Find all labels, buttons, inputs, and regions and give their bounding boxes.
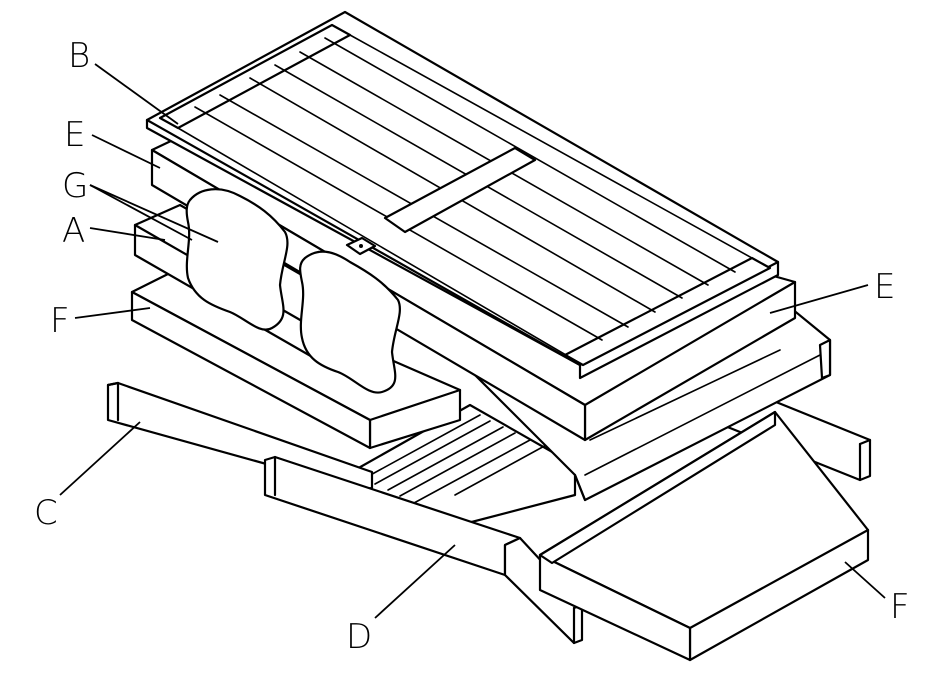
label-e-left: E [64, 115, 85, 155]
label-f-left: F [50, 301, 70, 341]
label-d: D [346, 617, 372, 657]
leader-c [59, 421, 141, 496]
label-f-right: F [890, 587, 910, 627]
leader-f-right [844, 561, 886, 599]
leader-g-1 [89, 184, 219, 243]
leader-d [374, 544, 456, 619]
label-e-right: E [874, 267, 895, 307]
label-a: A [62, 211, 85, 251]
part-f-right-cushion [538, 410, 870, 662]
part-b-slat-frame [145, 10, 780, 380]
label-c: C [34, 493, 58, 533]
leader-g-2 [89, 184, 193, 241]
leader-e-right [769, 284, 869, 314]
part-g-pillows [185, 188, 401, 394]
label-b: B [68, 36, 90, 76]
leader-e-left [91, 134, 161, 169]
leader-b [94, 63, 179, 125]
part-labels: B E G A F E C D F [34, 36, 910, 657]
leader-lines [59, 63, 886, 619]
label-g: G [62, 166, 88, 206]
leader-a [89, 227, 166, 241]
leader-f-left [74, 307, 151, 319]
